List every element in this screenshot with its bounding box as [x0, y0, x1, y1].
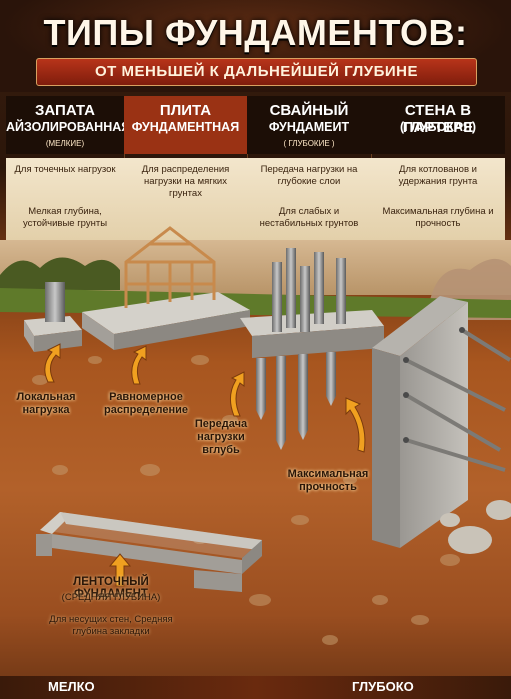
column-purpose: Передача нагрузки на глубокие слои [260, 164, 358, 187]
soil-stones [32, 355, 460, 645]
slab-foundation [82, 292, 250, 350]
isolated-footing [24, 282, 82, 352]
label-max-strength: Максимальная прочность [287, 468, 369, 493]
rubble [440, 500, 511, 554]
column-header: СВАЙНЫЙ ФУНДАМЕИТ ( ГЛУБОКИЕ ) [247, 96, 371, 154]
arrow-local [44, 343, 61, 383]
column-title: ЗАПАТА [35, 102, 95, 119]
column-title: ПЛИТА [159, 102, 212, 119]
page-title: ТИПЫ ФУНДАМЕНТОВ: [43, 12, 468, 53]
label-local-load: Локальная нагрузка [16, 391, 76, 416]
column-header: ЗАПАТА АЙЗОЛИРОВАННАЯ (МЕЛКИЕ) [6, 96, 131, 154]
header: ТИПЫ ФУНДАМЕНТОВ: ОТ МЕНЬШЕЙ К ДАЛЬНЕЙШЕ… [0, 0, 511, 92]
column-purpose: Для котлованов и удержания грунта [398, 164, 478, 187]
column-title: СВАЙНЫЙ [269, 102, 349, 119]
column-pile-foundation: СВАЙНЫЙ ФУНДАМЕИТ ( ГЛУБОКИЕ ) Передача … [247, 96, 372, 240]
depth-shallow-label: МЕЛКО [48, 679, 95, 694]
pile-shafts [256, 352, 336, 450]
column-subtitle: АЙЗОЛИРОВАННАЯ [6, 120, 131, 134]
column-depth-tag: ( ГЛУБОКИЕ ) [283, 139, 335, 148]
arrow-even [131, 345, 147, 385]
column-depth-tag: (МЕЛКИЕ) [45, 139, 85, 148]
column-purpose: Для распределения нагрузки на мягких гру… [141, 164, 230, 199]
column-body: Для распределения нагрузки на мягких гру… [124, 158, 247, 240]
depth-deep-label: ГЛУБОКО [352, 679, 414, 694]
column-title: СТЕНА В ПАРТЕРЕ [402, 102, 474, 136]
house-frame [124, 226, 216, 308]
page-subtitle: ОТ МЕНЬШЕЙ К ДАЛЬНЕЙШЕЙ ГЛУБИНЕ [95, 63, 418, 80]
column-isolated-footing: ЗАПАТА АЙЗОЛИРОВАННАЯ (МЕЛКИЕ) Для точеч… [6, 96, 131, 240]
column-body: Для котлованов и удержания грунта Максим… [371, 158, 505, 240]
column-condition: Мелкая глубина, устойчивые грунты [22, 206, 108, 229]
pile-foundation [240, 248, 384, 450]
column-header: СТЕНА В ПАРТЕРЕ (ГЛУБОКАЯ) [371, 96, 505, 154]
arrow-max [345, 397, 366, 453]
wall-anchors [404, 328, 511, 472]
column-retaining-wall: СТЕНА В ПАРТЕРЕ (ГЛУБОКАЯ) Для котловано… [371, 96, 505, 240]
depth-scale: МЕЛКО ГЛУБОКО [0, 676, 511, 699]
column-condition: Максимальная глубина и прочность [382, 206, 494, 229]
column-condition: Для слабых и нестабильных грунтов [259, 206, 359, 229]
label-even-distribution: Равномерное распределение [103, 391, 189, 416]
tree-line [0, 257, 120, 290]
strip-foundation [36, 512, 262, 592]
column-body: Для точечных нагрузок Мелкая глубина, ус… [6, 158, 124, 240]
arrows [44, 343, 366, 587]
strip-foundation-caption: ЛЕНТОЧНЫЙ ФУНДАМЕНТ (СРЕДНЯЯ ГЛУБИНА) Дл… [36, 574, 186, 652]
column-subtitle: (ГЛУБОКАЯ) [400, 120, 476, 134]
arrow-transfer [230, 371, 245, 417]
label-load-transfer: Передача нагрузки вглубь [194, 418, 248, 456]
strip-depth-tag: (СРЕДНЯЯ ГЛУБИНА) [61, 592, 161, 603]
column-purpose: Для точечных нагрузок [14, 164, 116, 175]
pile-tops [272, 248, 346, 332]
arrow-strip [108, 553, 132, 587]
column-slab-foundation: ПЛИТА ФУНДАМЕНТНАЯ Для распределения наг… [124, 96, 248, 240]
column-header: ПЛИТА ФУНДАМЕНТНАЯ [124, 96, 247, 154]
subtitle-banner: ОТ МЕНЬШЕЙ К ДАЛЬНЕЙШЕЙ ГЛУБИНЕ [36, 58, 477, 86]
column-subtitle: ФУНДАМЕИТ [268, 120, 350, 134]
retaining-wall [372, 296, 511, 548]
strip-title: ЛЕНТОЧНЫЙ ФУНДАМЕНТ [73, 576, 149, 600]
column-body: Передача нагрузки на глубокие слои Для с… [247, 158, 371, 240]
strip-description: Для несущих стен, Средняя глубина заклад… [49, 614, 173, 637]
column-subtitle: ФУНДАМЕНТНАЯ [131, 120, 240, 134]
